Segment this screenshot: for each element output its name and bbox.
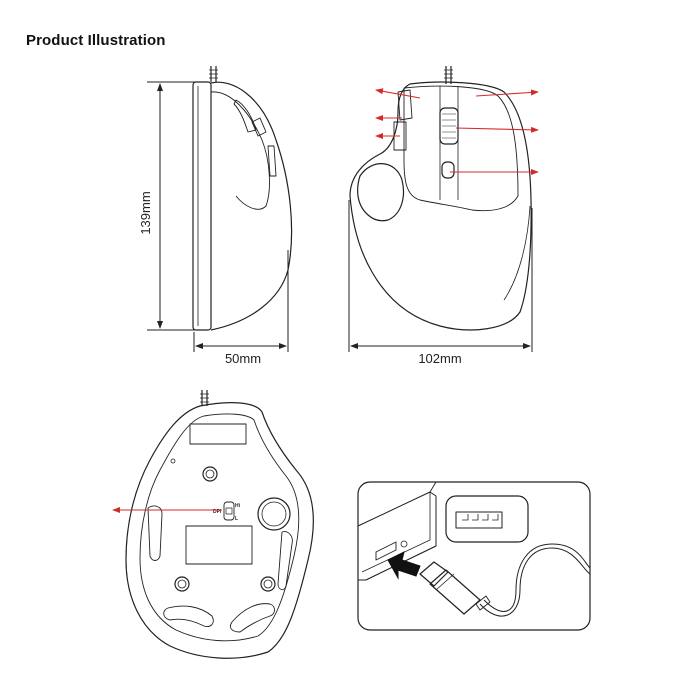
top-trackball (358, 164, 404, 221)
height-dimension (147, 82, 200, 330)
depth-dimension (194, 250, 288, 352)
side-view (193, 66, 292, 330)
usb-port (446, 496, 528, 542)
depth-label: 50mm (225, 351, 261, 366)
usb-plug (420, 562, 490, 614)
dpi-lo-label: L (235, 516, 238, 522)
width-dimension (349, 200, 532, 352)
height-label: 139mm (138, 191, 153, 234)
usb-cable (480, 548, 590, 616)
side-cable (209, 66, 218, 82)
usb-inset (358, 482, 590, 630)
dpi-hi-label: Hi (235, 503, 241, 509)
usb-inset-frame (358, 482, 590, 630)
bottom-cable (200, 390, 209, 406)
optical-sensor (258, 498, 290, 530)
top-view (350, 66, 531, 330)
dpi-switch (224, 502, 234, 520)
side-base (193, 82, 211, 330)
top-dpi-button (442, 162, 454, 178)
bottom-label-area (186, 526, 252, 564)
bottom-view (126, 390, 313, 658)
bottom-outer-shell (126, 403, 313, 659)
top-cable (444, 66, 453, 84)
width-label: 102mm (418, 351, 461, 366)
